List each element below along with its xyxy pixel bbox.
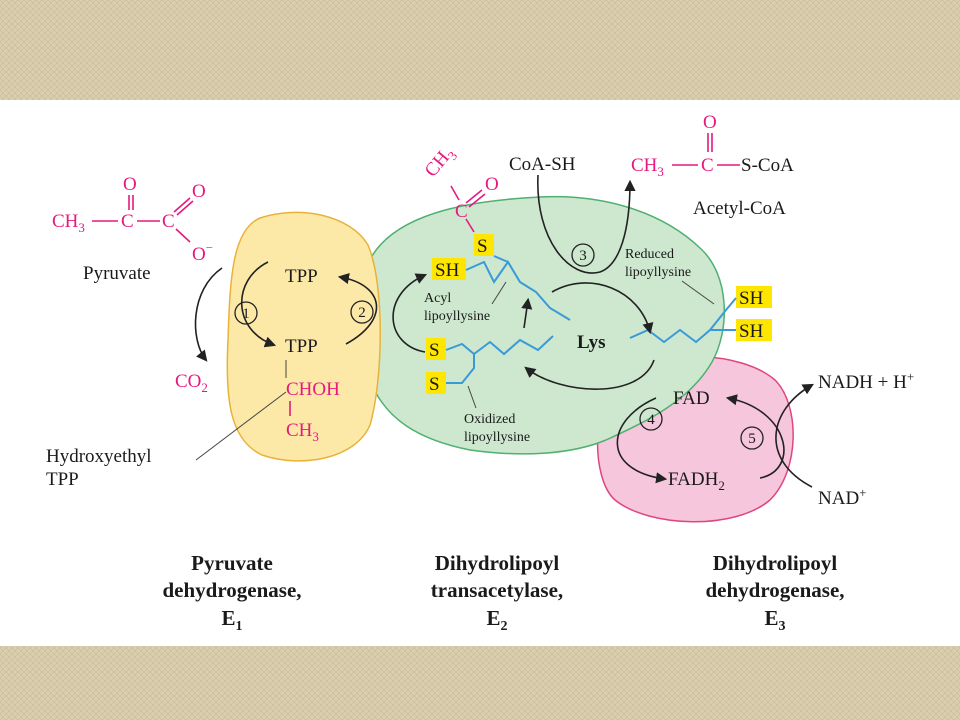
acetyl-coa-structure: O CH3 C S-CoA Acetyl-CoA <box>631 112 794 219</box>
acetyl-o: O <box>703 112 717 133</box>
pyruvate-structure: CH3 C O C O O− Pyruvate <box>52 174 213 284</box>
acyl-label-1: Acyl <box>424 291 451 306</box>
svg-text:S: S <box>429 340 440 361</box>
oxidized-label-2: lipoyllysine <box>464 430 530 445</box>
svg-text:S: S <box>429 374 440 395</box>
acetyl-ch3: CH3 <box>631 155 664 179</box>
lys-label: Lys <box>577 332 606 353</box>
arrow-step2-to-acyl <box>521 297 533 329</box>
reduced-label-1: Reduced <box>625 247 674 262</box>
step-3-marker: 3 <box>571 243 595 267</box>
tag-s-top: S <box>426 338 446 361</box>
svg-text:SH: SH <box>435 260 460 281</box>
coash-label: CoA-SH <box>509 154 576 175</box>
svg-text:5: 5 <box>748 431 756 447</box>
tag-s-bottom: S <box>426 372 446 395</box>
svg-text:4: 4 <box>647 412 655 428</box>
arrow-fad-to-fadh2 <box>616 397 668 484</box>
pyruvate-o-right: O <box>192 181 206 202</box>
enzyme-caption-e1: Pyruvate dehydrogenase, E1 <box>162 551 301 634</box>
svg-text:2: 2 <box>358 305 366 321</box>
acetyl-scoa: S-CoA <box>741 155 794 176</box>
pyruvate-o-minus: O− <box>192 240 213 265</box>
acyl-c: C <box>455 201 468 222</box>
pyruvate-c1: C <box>121 211 134 232</box>
arrow-fadh2-to-fad <box>725 394 785 479</box>
tpp-top-label: TPP <box>285 266 318 287</box>
acetyl-c: C <box>701 155 714 176</box>
enzyme-caption-e2: Dihydrolipoyl transacetylase, E2 <box>431 551 563 634</box>
tag-sh-bottom: SH <box>736 319 772 342</box>
hydroxyethyl-label-1: Hydroxyethyl <box>46 446 152 467</box>
choh-label: CHOH <box>286 379 340 400</box>
arrow-step2-top <box>337 273 378 345</box>
pyruvate-c2: C <box>162 211 175 232</box>
acyl-label-2: lipoyllysine <box>424 309 490 324</box>
chain-acyl-branch <box>493 255 509 263</box>
chain-oxidized-ring <box>446 354 475 384</box>
chain-oxidized-lipoyl <box>445 335 554 356</box>
co2-label: CO2 <box>175 371 208 395</box>
fad-label: FAD <box>673 388 710 409</box>
ch3-bottom-label: CH3 <box>286 420 319 444</box>
svg-text:transacetylase,: transacetylase, <box>431 578 563 602</box>
chain-acyl-lipoyl <box>465 260 571 321</box>
pyruvate-ch3: CH3 <box>52 211 85 235</box>
tag-sh-top: SH <box>736 286 772 309</box>
svg-text:dehydrogenase,: dehydrogenase, <box>705 578 844 602</box>
svg-text:E1: E1 <box>221 606 242 634</box>
svg-text:Pyruvate: Pyruvate <box>191 551 273 575</box>
hydroxyethyl-leader <box>195 391 287 461</box>
nadh-label: NADH + H+ <box>818 369 914 393</box>
arrow-coash-in <box>537 174 636 274</box>
step-1-marker: 1 <box>234 301 258 325</box>
arrow-pyruvate-to-co2 <box>194 267 223 362</box>
tag-sh-left: SH <box>432 258 466 281</box>
svg-text:S: S <box>477 236 488 257</box>
svg-text:E3: E3 <box>764 606 785 634</box>
acyl-o: O <box>485 174 499 195</box>
svg-text:Dihydrolipoyl: Dihydrolipoyl <box>713 551 838 575</box>
svg-text:SH: SH <box>739 321 764 342</box>
svg-text:dehydrogenase,: dehydrogenase, <box>162 578 301 602</box>
acetyl-coa-label: Acetyl-CoA <box>693 198 786 219</box>
step-4-marker: 4 <box>639 407 663 431</box>
oxidized-label-1: Oxidized <box>464 412 515 427</box>
svg-text:SH: SH <box>739 288 764 309</box>
arrow-nad-to-nadh <box>775 383 814 488</box>
pyruvate-label: Pyruvate <box>83 263 151 284</box>
fadh2-label: FADH2 <box>668 469 725 493</box>
svg-text:1: 1 <box>242 306 250 322</box>
enzyme-caption-e3: Dihydrolipoyl dehydrogenase, E3 <box>705 551 844 634</box>
arrow-tpp-curve <box>240 261 277 348</box>
pyruvate-o-top: O <box>123 174 137 195</box>
step-5-marker: 5 <box>740 426 764 450</box>
hydroxyethyl-label-2: TPP <box>46 469 79 490</box>
svg-text:3: 3 <box>579 248 587 264</box>
step-2-marker: 2 <box>350 300 374 324</box>
arrow-reduced-to-oxidized <box>524 359 655 390</box>
nad-label: NAD+ <box>818 485 867 509</box>
tpp-mid-label: TPP <box>285 336 318 357</box>
reduced-label-2: lipoyllysine <box>625 265 691 280</box>
svg-text:E2: E2 <box>486 606 507 634</box>
arrow-step2-right <box>392 273 428 353</box>
svg-text:Dihydrolipoyl: Dihydrolipoyl <box>435 551 560 575</box>
tag-s-right: S <box>474 234 494 257</box>
arrow-acyl-to-reduced <box>551 282 654 335</box>
